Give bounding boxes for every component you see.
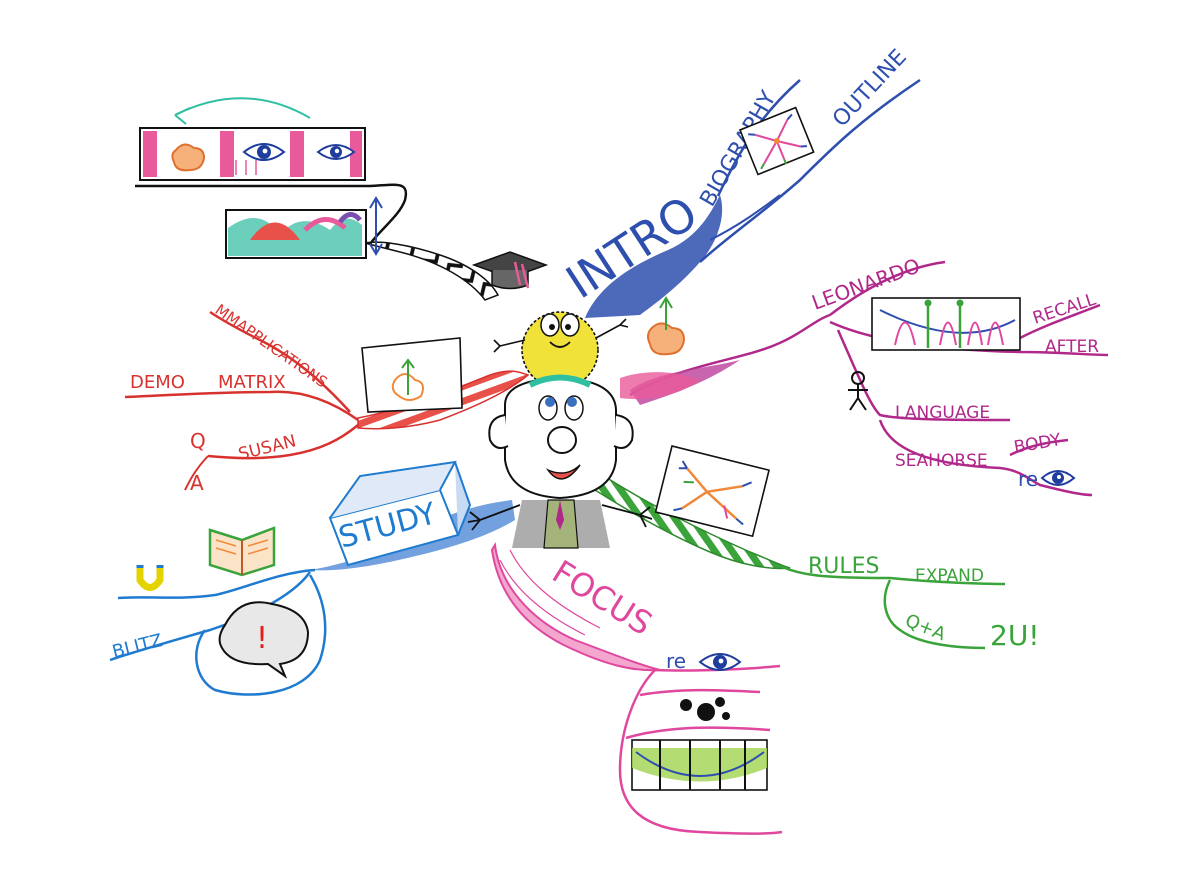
body-label: BODY — [1012, 430, 1063, 458]
seahorse-label: SEAHORSE — [895, 451, 988, 471]
matrix-label: MATRIX — [218, 372, 286, 393]
rules-branch: RULES EXPAND Q+A 2U! — [594, 445, 1040, 652]
demo-label: DEMO — [130, 372, 185, 393]
demo-branch: MMAPPLICATIONS DEMO MATRIX Q A SUSAN — [124, 301, 530, 495]
open-book-icon — [208, 526, 276, 577]
attention-branch — [135, 97, 500, 301]
rules-label: RULES — [808, 554, 880, 579]
attention-graph — [225, 196, 383, 259]
eye-icon — [242, 143, 286, 161]
fluffy-creature — [521, 311, 599, 389]
a-label: A — [190, 471, 204, 495]
eye-icon — [1040, 470, 1076, 486]
eye-icon — [698, 653, 742, 671]
central-character — [467, 251, 700, 549]
two-u-label: 2U! — [990, 619, 1040, 652]
mini-mind-map-icon — [654, 445, 770, 538]
focus-re-label: re — [666, 649, 686, 673]
susan-label: SUSAN — [236, 431, 298, 465]
horseshoe-magnet-icon — [136, 565, 164, 591]
focus-label: FOCUS — [546, 553, 659, 643]
recycle-arrow — [174, 97, 311, 119]
dots-icon — [680, 697, 730, 721]
exclaim-mark: ! — [256, 621, 268, 656]
expand-label: EXPAND — [915, 566, 984, 586]
blitz-label: BLITZ — [110, 630, 165, 663]
brain-icon — [171, 143, 206, 172]
recall-graph — [871, 297, 1021, 351]
outline-label: OUTLINE — [828, 45, 912, 132]
study-box: STUDY — [328, 460, 472, 567]
focus-branch: FOCUS re — [490, 542, 783, 835]
q-label: Q — [190, 429, 206, 453]
leonardo-re-label: re — [1018, 467, 1038, 491]
eye-icon — [316, 144, 356, 160]
focus-graph — [631, 739, 768, 791]
attention-strip — [139, 127, 366, 181]
mini-mind-map-icon — [738, 106, 815, 176]
graduation-cap-icon — [471, 251, 549, 290]
after-label: AFTER — [1045, 337, 1099, 357]
brain-icon — [647, 296, 686, 356]
stick-figure-icon — [848, 371, 868, 411]
study-branch: STUDY BLITZ ! — [109, 460, 515, 696]
language-label: LANGUAGE — [895, 403, 990, 423]
speech-bubble-icon: ! — [218, 601, 310, 679]
mini-mind-map-icon — [361, 337, 463, 413]
recall-label: RECALL — [1030, 289, 1098, 328]
